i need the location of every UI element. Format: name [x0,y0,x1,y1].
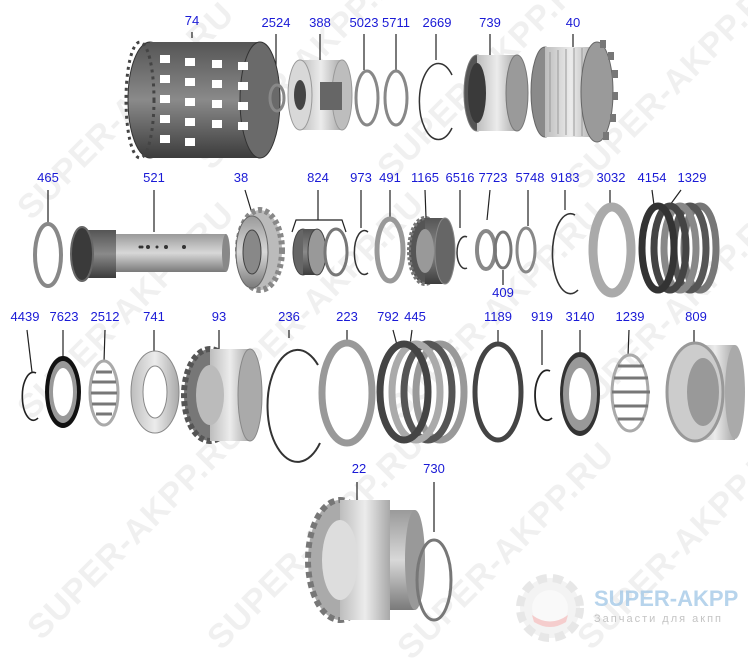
part-388-sprag [287,59,353,131]
label-741: 741 [143,309,165,324]
part-9183-snap-ring [551,212,579,295]
label-6516: 6516 [445,170,475,185]
label-491: 491 [379,170,401,185]
label-7723: 7723 [478,170,508,185]
label-809: 809 [685,309,707,324]
part-74-drum [124,40,281,160]
label-3140: 3140 [565,309,595,324]
label-2524: 2524 [261,15,291,30]
part-5748-washer [515,226,537,274]
logo-tagline: Запчасти для акпп [594,613,723,625]
label-1329: 1329 [677,170,707,185]
logo-brand: SUPER-AKPP [594,586,739,611]
label-22: 22 [351,461,367,476]
part-236-snap-ring [266,348,321,463]
label-2512: 2512 [90,309,120,324]
label-2669: 2669 [422,15,452,30]
label-7623: 7623 [49,309,79,324]
label-74: 74 [184,13,200,28]
part-7723-washer [475,229,497,271]
part-730-washer [415,538,453,622]
part-741-piston [130,350,180,434]
part-2512-spring-cage [88,359,120,427]
part-973-snap-ring [353,229,369,276]
part-409-washer [493,230,513,270]
label-5748: 5748 [515,170,545,185]
part-465-washer [33,222,63,288]
part-7623-seal-piston [45,356,81,428]
label-919: 919 [531,309,553,324]
part-6516-snap-ring [456,235,468,270]
leader-lines [26,32,695,532]
part-223-pressure-plate [318,339,376,447]
label-4154: 4154 [637,170,667,185]
part-792-445-plate-pack [376,340,468,444]
part-739-ring-gear [463,54,529,132]
label-445: 445 [404,309,426,324]
part-919-snap-ring [534,369,553,422]
label-739: 739 [479,15,501,30]
part-1165-hub-gear [407,216,456,286]
parts-diagram: SUPER-AKPP.RU SUPER-AKPP.RU SUPER-AKPP.R… [10,0,748,667]
label-93: 93 [211,309,227,324]
label-824: 824 [307,170,329,185]
part-824-bearing [292,227,349,277]
part-4439-snap-ring [21,371,39,422]
label-792: 792 [377,309,399,324]
part-93-clutch-hub [181,346,263,444]
label-1239: 1239 [615,309,645,324]
part-1189-pressure-plate [472,341,524,443]
label-1189: 1189 [484,309,512,324]
label-973: 973 [350,170,372,185]
label-409: 409 [492,285,514,300]
part-2669-snap-ring [418,62,453,141]
label-4439: 4439 [10,309,40,324]
label-1165: 1165 [411,170,439,185]
part-521-shaft [70,226,230,282]
parts-artwork [21,32,745,642]
label-9183: 9183 [550,170,580,185]
part-3140-piston-seal [560,352,600,436]
logo-gear-icon [516,574,584,642]
part-38-sprocket [235,207,285,293]
label-465: 465 [37,170,59,185]
part-3032-pressure-plate [588,202,636,298]
part-5711-seal [383,69,409,127]
part-491-washer [374,216,406,284]
part-1239-spring-cage [610,353,650,433]
label-3032: 3032 [596,170,626,185]
label-5023: 5023 [349,15,379,30]
label-388: 388 [309,15,331,30]
part-22-hub-drum [305,497,425,623]
label-236: 236 [278,309,300,324]
label-521: 521 [143,170,165,185]
label-38: 38 [233,170,249,185]
part-40-carrier [530,40,618,143]
label-223: 223 [336,309,358,324]
label-40: 40 [565,15,581,30]
part-809-drum [665,341,745,443]
part-4154-1329-plate-pack [638,202,720,294]
label-730: 730 [423,461,445,476]
label-5711: 5711 [382,15,410,30]
part-5023-seal [354,69,380,127]
part-2524-washer [268,83,286,113]
